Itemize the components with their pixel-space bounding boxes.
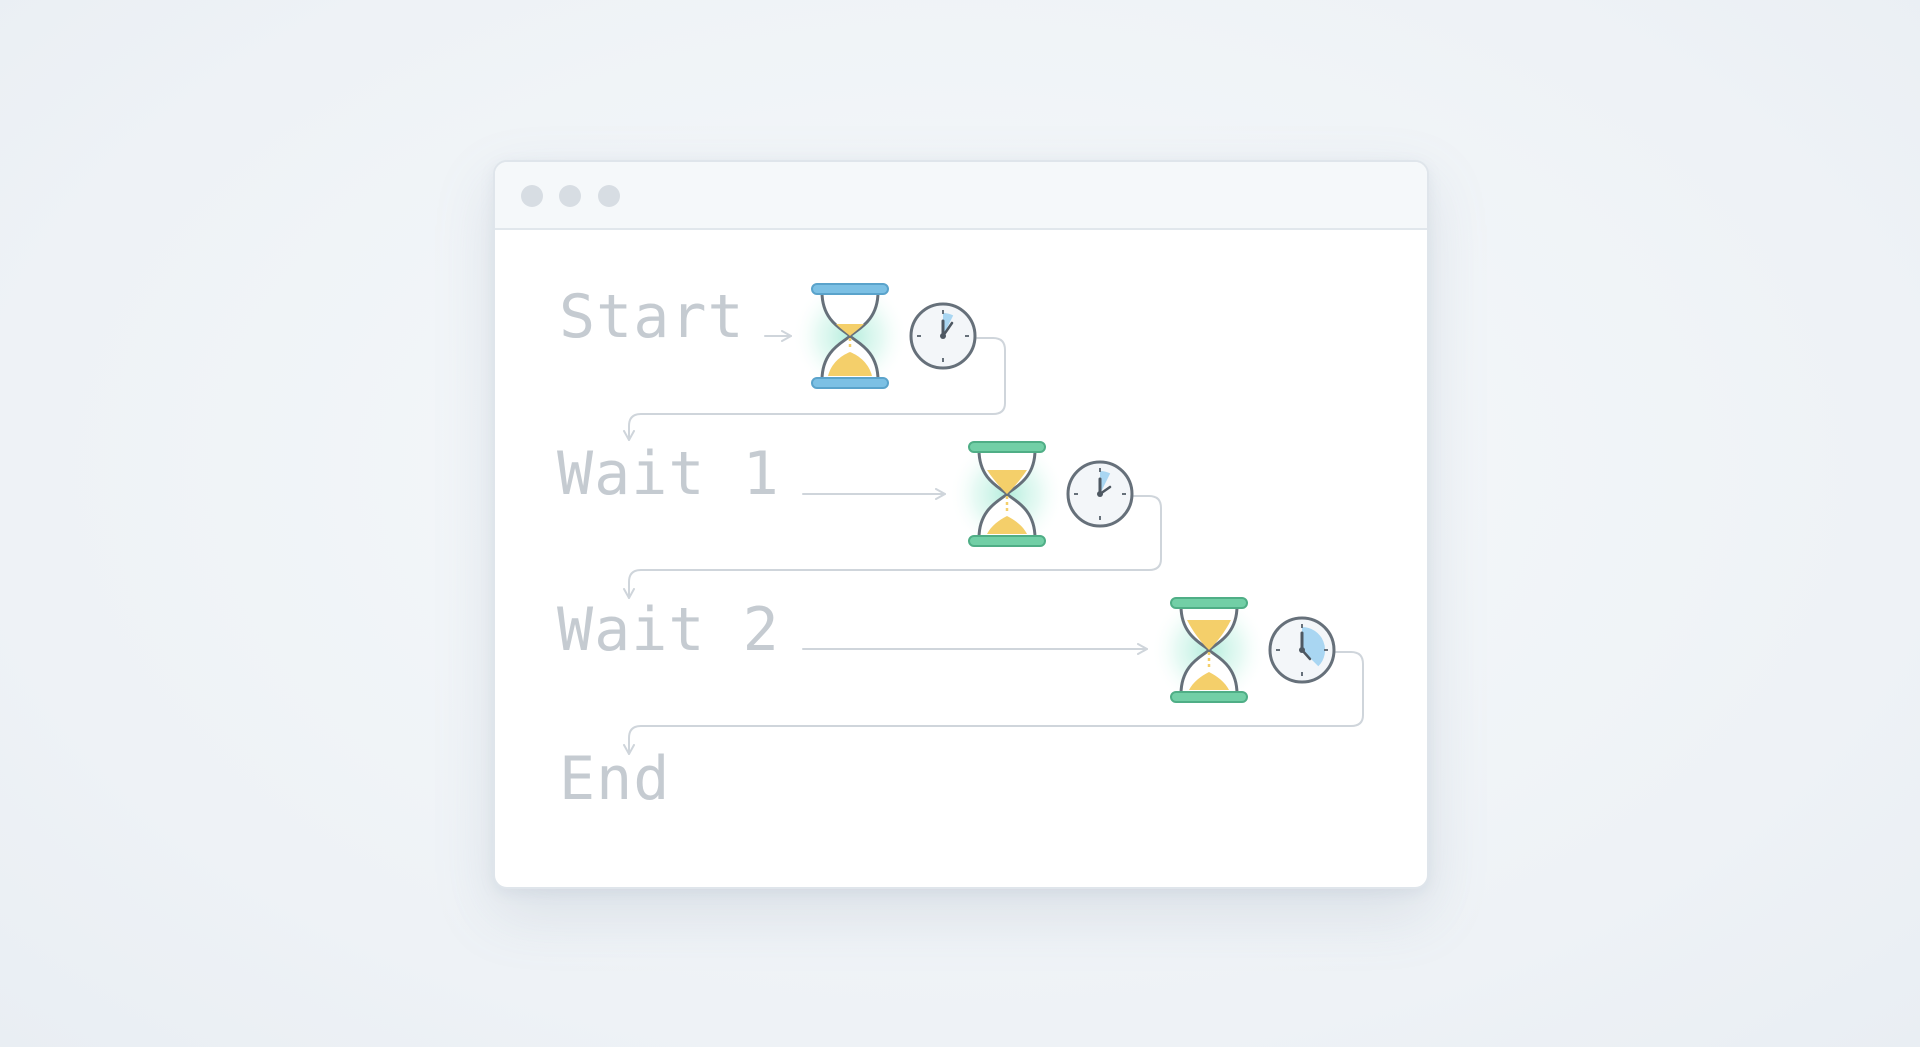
hourglass-icon [949, 436, 1065, 552]
clock-icon [1268, 616, 1336, 684]
window-titlebar [495, 162, 1427, 230]
clock-icon [909, 302, 977, 370]
arrow-down-icon [623, 495, 1162, 599]
step-label-start: Start [559, 282, 745, 352]
flow-diagram: Start Wait 1 Wait 2 End [557, 278, 1364, 814]
window-control-dot[interactable] [521, 185, 543, 207]
step-label-wait-2: Wait 2 [557, 595, 780, 665]
hourglass-icon [1151, 592, 1267, 708]
window-control-dot[interactable] [559, 185, 581, 207]
arrow-down-icon [623, 337, 1006, 441]
window-control-dot[interactable] [598, 185, 620, 207]
arrow-down-icon [623, 651, 1364, 755]
step-label-wait-1: Wait 1 [557, 439, 780, 509]
clock-icon [1066, 460, 1134, 528]
hourglass-icon [792, 278, 908, 394]
app-window: Start Wait 1 Wait 2 End [493, 160, 1429, 889]
step-label-end: End [559, 744, 670, 814]
